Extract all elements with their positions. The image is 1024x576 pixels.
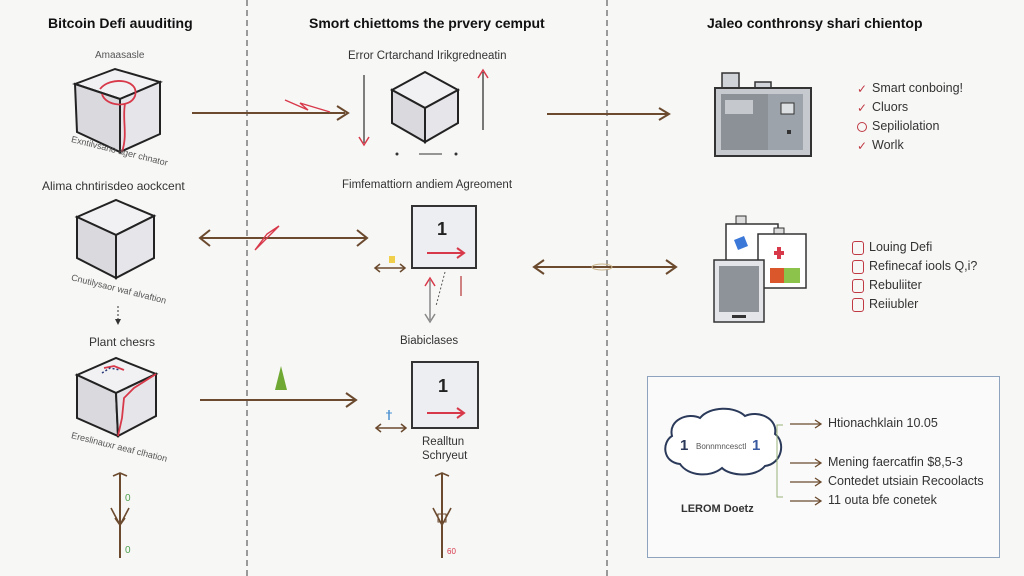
- checklist-1-item[interactable]: ✓Cluors: [857, 100, 909, 115]
- dashboard-window-icon: [714, 72, 812, 157]
- checklist-2-item[interactable]: Reiiubler: [852, 295, 977, 314]
- checklist-2: Louing Defi Refinecaf iools Q,i? Rebulii…: [852, 238, 977, 314]
- column-divider-1: [246, 0, 248, 576]
- cube-1-top-label: Amaasasle: [95, 50, 145, 61]
- node-1-down-arrow: [358, 75, 370, 147]
- node-1-up-arrow: [477, 68, 489, 130]
- node-2-number: 1: [437, 219, 448, 239]
- node-3-box[interactable]: 1: [411, 361, 479, 429]
- panel-arrow-2: [790, 458, 823, 468]
- dashed-down-arrow: [115, 306, 121, 325]
- node-2-under-arrows: [424, 271, 462, 324]
- node-3-side-arrow: [374, 410, 408, 433]
- column-2-stem-connector: [432, 472, 452, 558]
- node-2-right-arrow: [427, 247, 466, 259]
- stem-mark-2: 0: [125, 545, 131, 556]
- flow-arrow-row-1-right: [547, 107, 671, 121]
- cloud-text: Bonnmncesctl: [696, 442, 747, 451]
- panel-item-3: Contedet utsiain Recoolacts: [828, 474, 984, 488]
- panel-arrow-4: [790, 496, 823, 506]
- cloud-right-number: 1: [752, 437, 761, 454]
- node-3-caption-line-1: Realltun: [422, 436, 465, 448]
- panel-bracket: [776, 424, 783, 498]
- cloud-left-number: 1: [680, 437, 689, 454]
- node-2-box[interactable]: 1: [411, 205, 477, 269]
- panel-arrow-3: [790, 477, 823, 487]
- flow-arrow-row-3: [200, 366, 358, 408]
- cube-2-icon: [74, 198, 157, 280]
- node-3-caption-line-2: Schryeut: [422, 450, 468, 462]
- panel-item-2: Mening faercatfin $8,5-3: [828, 455, 963, 469]
- checklist-2-item[interactable]: Refinecaf iools Q,i?: [852, 257, 977, 276]
- node-2-side-arrow: [373, 256, 407, 273]
- node-3-right-arrow: [427, 407, 466, 419]
- node-2-label: Fimfemattiorn andiem Agreoment: [342, 179, 513, 191]
- checklist-1-item[interactable]: ✓Worlk: [857, 138, 904, 153]
- column-2-stem-mark: 60: [447, 547, 456, 556]
- summary-panel: 1 Bonnmncesctl 1 LEROM Doetz Htionachkla…: [647, 376, 1000, 558]
- column-1-title: Bitcoin Defi auuditing: [48, 15, 193, 31]
- panel-item-1: Htionachklain 10.05: [828, 416, 938, 430]
- check-icon: ✓: [857, 81, 868, 96]
- column-3-title: Jaleo conthronsy shari chientop: [707, 15, 923, 31]
- node-1-label: Error Crtarchand Irikgredneatin: [348, 50, 507, 62]
- flow-arrow-row-1: [192, 99, 350, 121]
- node-3-label: Biabiclases: [400, 335, 459, 347]
- node-1-cube-icon: [389, 70, 461, 144]
- stem-mark-1: 0: [125, 493, 131, 504]
- flow-arrow-row-2-bidirectional: [532, 259, 678, 275]
- node-1-width-indicator: [395, 152, 458, 156]
- check-icon: ✓: [857, 138, 868, 153]
- checklist-1-item[interactable]: ✓Smart conboing!: [857, 81, 964, 96]
- check-icon: ✓: [857, 100, 868, 115]
- badge-icon: [852, 297, 864, 312]
- cloud-icon: [664, 407, 783, 476]
- cube-3-icon: [74, 356, 159, 438]
- cube-1-icon: [72, 67, 163, 154]
- flow-arrow-row-2: [198, 225, 369, 251]
- panel-arrow-1: [790, 419, 823, 429]
- column-1-stem-connector: [110, 472, 130, 558]
- column-divider-2: [606, 0, 608, 576]
- checklist-1: ✓Smart conboing! ✓Cluors Sepiliolation ✓…: [857, 79, 963, 155]
- checklist-1-item[interactable]: Sepiliolation: [857, 117, 963, 136]
- checklist-2-item[interactable]: Louing Defi: [852, 238, 977, 257]
- badge-icon: [852, 278, 864, 293]
- badge-icon: [852, 240, 864, 255]
- badge-icon: [857, 121, 867, 132]
- checklist-2-item[interactable]: Rebuliiter: [852, 276, 977, 295]
- cube-3-top-label: Plant chesrs: [89, 335, 156, 349]
- cloud-caption: LEROM Doetz: [681, 503, 754, 515]
- panel-item-4: 11 outa bfe conetek: [828, 493, 937, 507]
- node-3-number: 1: [438, 376, 449, 396]
- badge-icon: [852, 259, 864, 274]
- devices-stack-icon: [713, 215, 807, 323]
- cube-2-top-label: Alima chntirisdeo aockcent: [42, 179, 185, 193]
- column-2-title: Smort chiettoms the prvery cemput: [309, 15, 545, 31]
